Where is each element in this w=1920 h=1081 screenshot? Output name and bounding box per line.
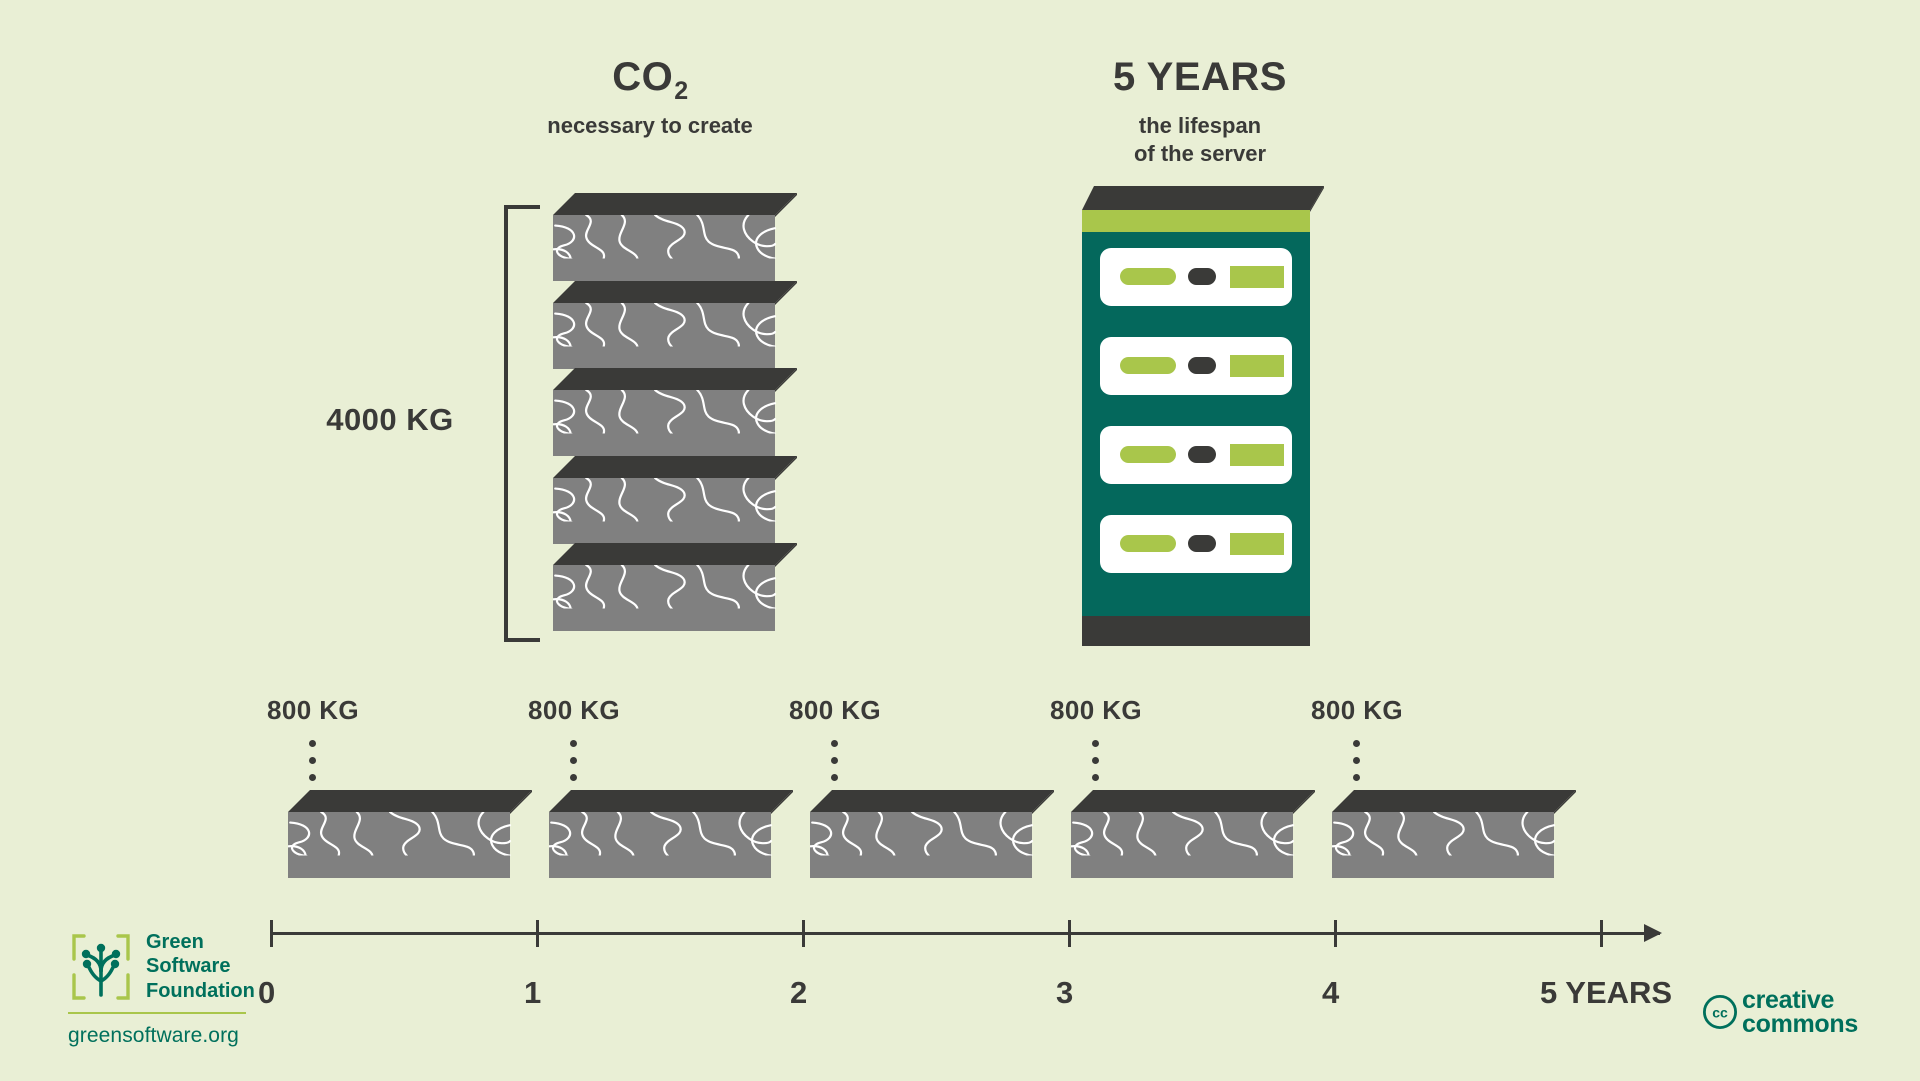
timeline-block-label: 800 KG [266,695,359,725]
green-software-foundation-logo[interactable]: Green Software Foundation greensoftware.… [68,930,255,1048]
cc-wordmark: creative commons [1742,986,1858,1038]
timeline-block-label: 800 KG [1310,695,1403,725]
axis-line [270,932,1660,935]
axis-tick [1600,920,1603,947]
timeline-block [1071,790,1315,878]
timeline-block-label: 800 KG [788,695,881,725]
axis-arrow-icon [1644,924,1662,942]
axis-tick-label: 3 [1056,975,1074,1010]
timeline-block [288,790,532,878]
axis-tick-label: 2 [790,975,808,1010]
gsf-tree-icon [72,933,130,1000]
gsf-url[interactable]: greensoftware.org [68,1024,239,1048]
stack-total-label: 4000 KG [326,402,454,437]
axis-tick [802,920,805,947]
co2-stack-block [553,280,797,369]
timeline-block [810,790,1054,878]
axis-tick-label: 1 [524,975,542,1010]
timeline-axis [270,920,1662,960]
axis-tick [536,920,539,947]
co2-stack-block [553,193,797,281]
axis-tick [1334,920,1337,947]
gsf-divider [68,1012,246,1015]
cc-badge-icon: cc [1702,994,1738,1030]
co2-subtitle: necessary to create [547,113,753,138]
axis-end-label: 5 YEARS [1540,975,1673,1010]
creative-commons-logo[interactable]: cc creative commons [1702,986,1858,1038]
axis-tick-label: 4 [1322,975,1340,1010]
timeline-block-label: 800 KG [1049,695,1142,725]
timeline-block [549,790,793,878]
co2-title: CO2 [612,55,689,105]
axis-tick [270,920,273,947]
co2-stack-block [553,455,797,544]
axis-tick-label: 0 [258,975,276,1010]
axis-tick [1068,920,1071,947]
server-illustration [1082,186,1324,651]
lifespan-title: 5 YEARS [1113,55,1287,99]
timeline-block-label: 800 KG [527,695,620,725]
co2-heading: CO2 necessary to create [460,56,840,140]
co2-stack-block [553,543,797,631]
svg-text:cc: cc [1712,1004,1728,1020]
timeline-block [1332,790,1576,878]
co2-stack-block [553,368,797,456]
stack-bracket [504,205,540,642]
gsf-wordmark: Green Software Foundation [146,931,255,1002]
